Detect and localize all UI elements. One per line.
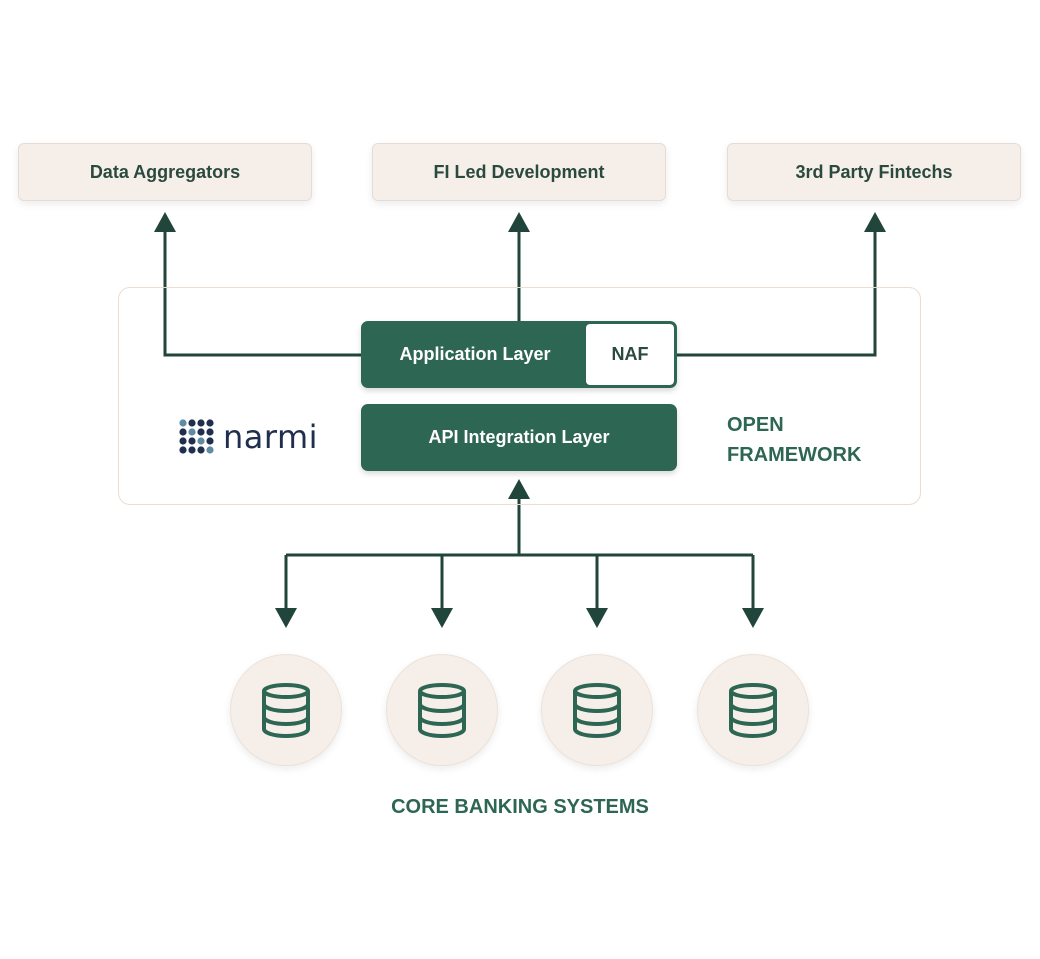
arrow-up-center [508,212,530,232]
target-3rd-party-fintechs: 3rd Party Fintechs [727,143,1021,201]
api-integration-layer-box: API Integration Layer [361,404,677,471]
core-banking-system-3 [541,654,653,766]
database-icon [262,683,310,738]
arrow-down-db1 [275,608,297,628]
target-fi-led-development: FI Led Development [372,143,666,201]
target-label: FI Led Development [433,161,605,182]
arrow-down-db3 [586,608,608,628]
narmi-dots-icon [179,419,214,454]
open-framework-line1: OPEN [727,414,784,436]
open-framework-container [118,287,921,505]
arrow-down-db2 [431,608,453,628]
database-icon [573,683,621,738]
application-layer-label: Application Layer [399,344,551,364]
open-framework-title: OPEN FRAMEWORK [727,410,897,470]
database-icon [418,683,466,738]
arrow-up-api [508,479,530,499]
arrow-up-left [154,212,176,232]
open-framework-line2: FRAMEWORK [727,444,862,466]
core-banking-system-2 [386,654,498,766]
target-label: 3rd Party Fintechs [795,161,953,182]
core-banking-system-1 [230,654,342,766]
api-integration-layer-label: API Integration Layer [428,427,610,447]
narmi-logo: narmi [179,419,318,455]
target-label: Data Aggregators [89,161,241,182]
core-banking-system-4 [697,654,809,766]
arrow-down-db4 [742,608,764,628]
target-data-aggregators: Data Aggregators [18,143,312,201]
database-icon [729,683,777,738]
application-layer-box: Application Layer NAF [361,321,677,388]
arrow-up-right [864,212,886,232]
core-banking-systems-label: CORE BANKING SYSTEMS [391,796,649,818]
naf-label: NAF [586,324,674,385]
logo-word: narmi [223,418,319,456]
